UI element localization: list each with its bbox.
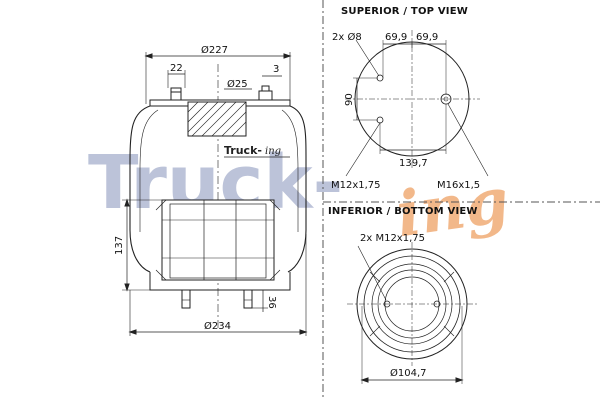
bolt-spacing-label: 139,7 xyxy=(399,158,428,169)
offset-label: 3 xyxy=(273,64,279,75)
watermark-suffix: ing xyxy=(392,163,513,251)
top-view-heading: SUPERIOR / TOP VIEW xyxy=(341,6,468,17)
top-diameter-label: Ø227 xyxy=(201,44,228,56)
bottom-diameter-label: Ø104,7 xyxy=(390,367,427,379)
stud-length-label: 36 xyxy=(266,296,277,309)
hole-label: 2x Ø8 xyxy=(332,31,362,43)
logo-main: Truck- xyxy=(224,144,262,157)
bottom-diameter-label: Ø234 xyxy=(204,320,231,332)
thread-left-label: M12x1,75 xyxy=(331,180,381,191)
vertical-offset-label: 90 xyxy=(344,93,355,106)
bottom-view-heading: INFERIOR / BOTTOM VIEW xyxy=(328,206,478,217)
center-diameter-label: Ø25 xyxy=(227,78,248,90)
logo-suffix: ing xyxy=(265,146,281,157)
spacing-left-label: 69,9 xyxy=(385,32,407,43)
truck-ing-logo: Truck- ing xyxy=(224,144,290,158)
bottom-thread-label: 2x M12x1,75 xyxy=(360,233,425,244)
thread-right-label: M16x1,5 xyxy=(437,180,480,191)
side-view xyxy=(122,52,308,336)
inset-label: 22 xyxy=(170,63,183,74)
bottom-view xyxy=(347,242,478,384)
spacing-right-label: 69,9 xyxy=(416,32,438,43)
top-view xyxy=(345,30,489,177)
height-label: 137 xyxy=(114,236,125,255)
watermark: Truck- ing xyxy=(88,140,513,251)
